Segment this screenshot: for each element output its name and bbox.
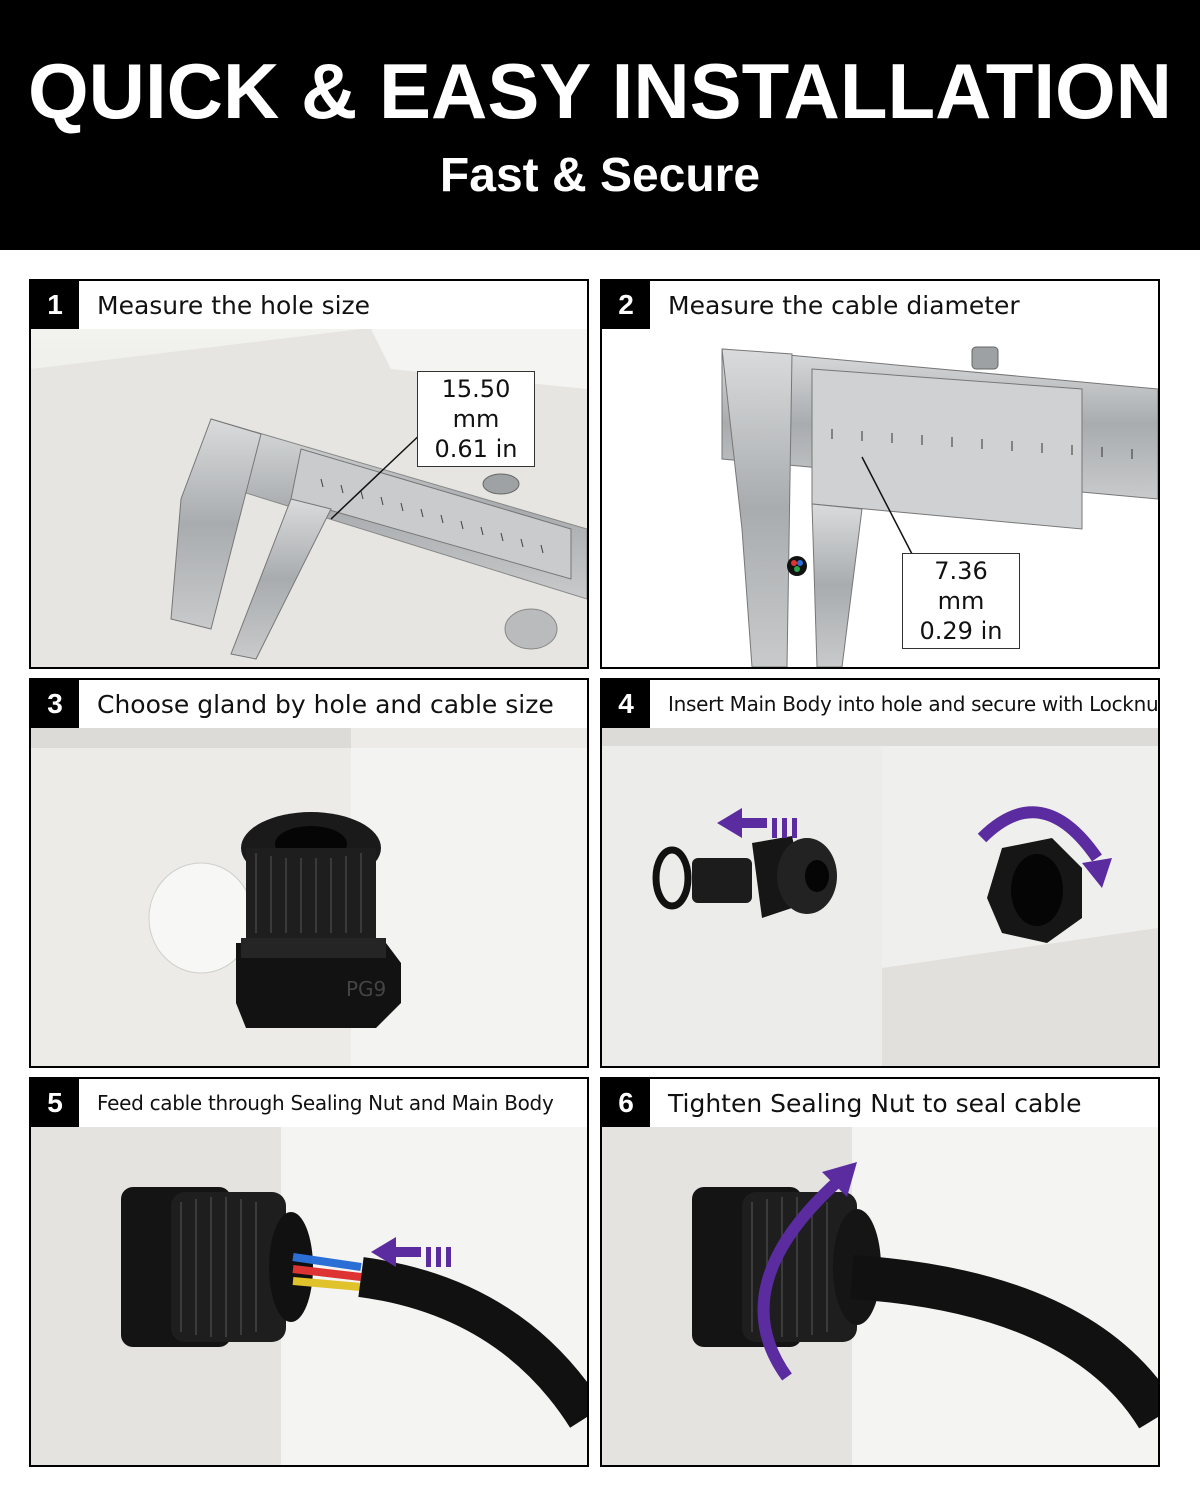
page-title: QUICK & EASY INSTALLATION <box>27 47 1173 135</box>
cable-gland-image: PG9 <box>31 728 587 1066</box>
step-card-3: 3 Choose gland by hole and cable size PG… <box>29 678 589 1068</box>
step-label: Feed cable through Sealing Nut and Main … <box>97 1091 554 1115</box>
step-label: Tighten Sealing Nut to seal cable <box>668 1088 1082 1118</box>
step-number: 2 <box>602 281 650 329</box>
step-label: Measure the hole size <box>97 290 371 320</box>
step-header: 2 Measure the cable diameter <box>602 281 1158 329</box>
step-number: 6 <box>602 1079 650 1127</box>
step-card-6: 6 Tighten Sealing Nut to seal cable <box>600 1077 1160 1467</box>
gland-size-mark: PG9 <box>346 977 386 1001</box>
measure-mm: 15.50 mm <box>441 375 511 433</box>
step-card-2: 2 Measure the cable diameter <box>600 279 1160 669</box>
step-number: 5 <box>31 1079 79 1127</box>
step-header: 1 Measure the hole size <box>31 281 587 329</box>
insert-locknut-image <box>602 728 1158 1066</box>
step-label: Choose gland by hole and cable size <box>97 689 554 719</box>
step-card-5: 5 Feed cable through Sealing Nut and Mai… <box>29 1077 589 1467</box>
header-banner: QUICK & EASY INSTALLATION Fast & Secure <box>0 0 1200 250</box>
step-card-4: 4 Insert Main Body into hole and secure … <box>600 678 1160 1068</box>
tighten-nut-image <box>602 1127 1158 1465</box>
step-number: 1 <box>31 281 79 329</box>
caliper-hole-image: 15.50 mm 0.61 in <box>31 329 587 667</box>
hole-measurement-label: 15.50 mm 0.61 in <box>417 371 535 467</box>
step-header: 5 Feed cable through Sealing Nut and Mai… <box>31 1079 587 1127</box>
step-header: 6 Tighten Sealing Nut to seal cable <box>602 1079 1158 1127</box>
caliper-cable-image: 7.36 mm 0.29 in <box>602 329 1158 667</box>
step-number: 4 <box>602 680 650 728</box>
measure-mm: 7.36 mm <box>934 557 988 615</box>
step-header: 3 Choose gland by hole and cable size <box>31 680 587 728</box>
cable-measurement-label: 7.36 mm 0.29 in <box>902 553 1020 649</box>
feed-cable-image <box>31 1127 587 1465</box>
measure-in: 0.29 in <box>919 617 1003 645</box>
page-subtitle: Fast & Secure <box>439 149 761 202</box>
measure-in: 0.61 in <box>434 435 518 463</box>
step-label: Measure the cable diameter <box>668 290 1020 320</box>
step-card-1: 1 Measure the hole size <box>29 279 589 669</box>
step-label: Insert Main Body into hole and secure wi… <box>668 692 1160 716</box>
step-number: 3 <box>31 680 79 728</box>
step-header: 4 Insert Main Body into hole and secure … <box>602 680 1158 728</box>
